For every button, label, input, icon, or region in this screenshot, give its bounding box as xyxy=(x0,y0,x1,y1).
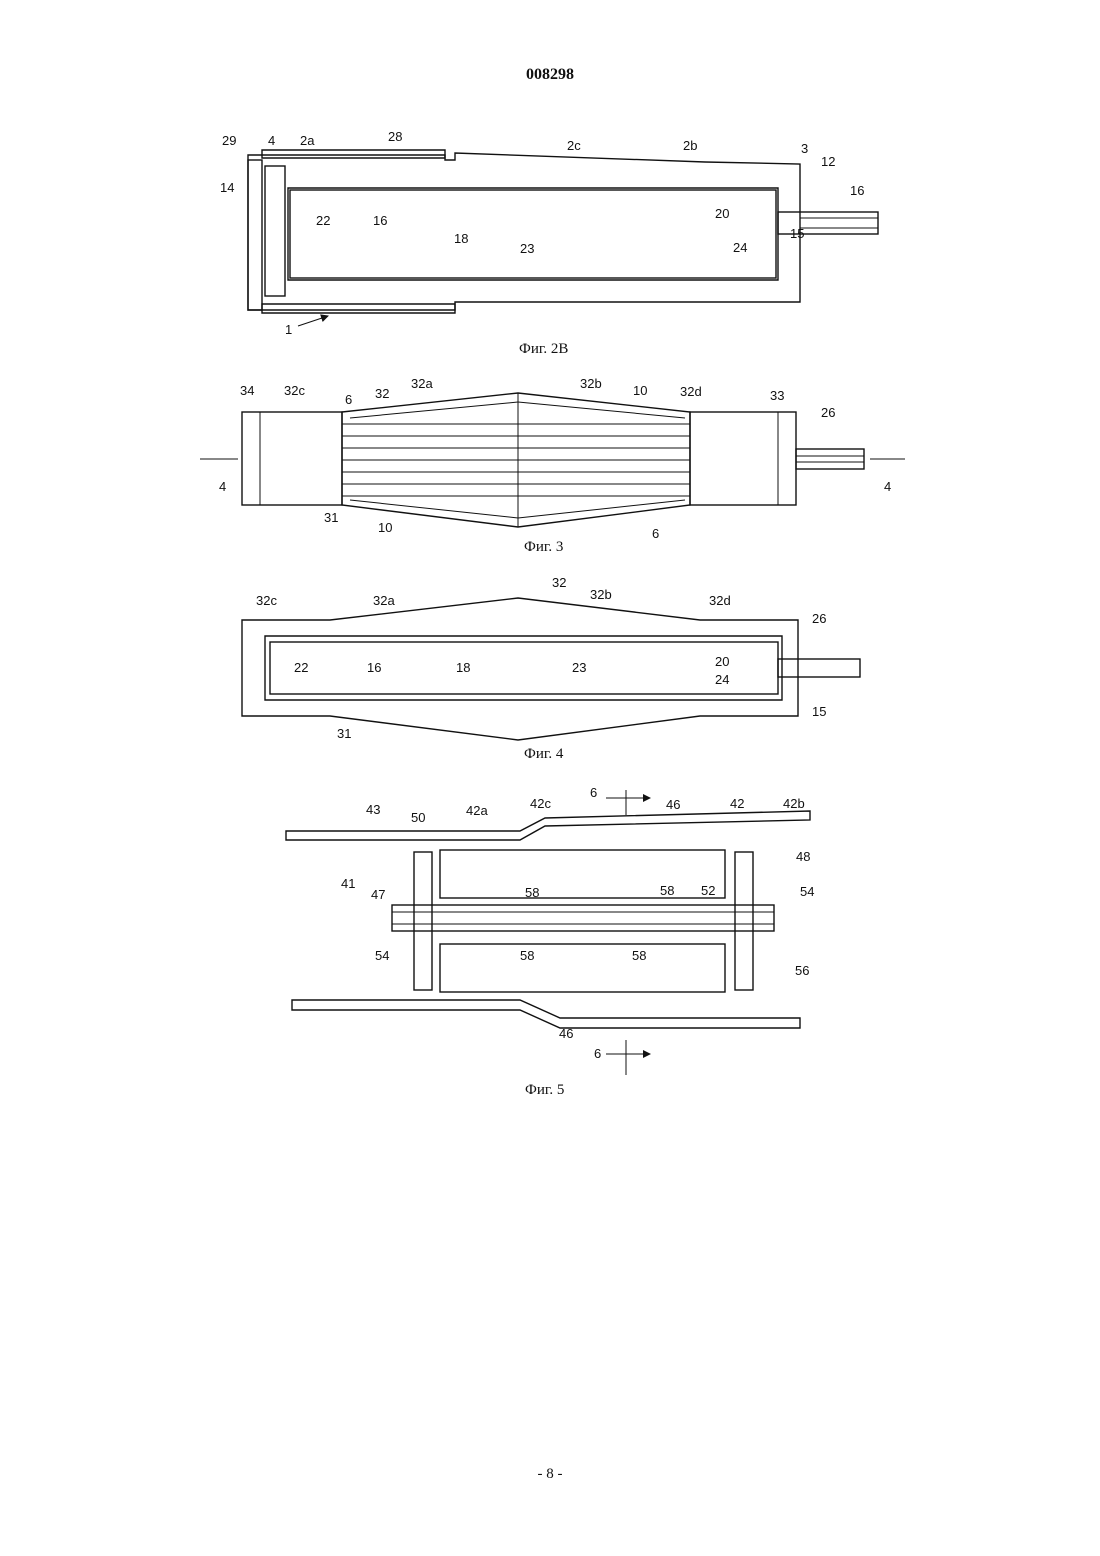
fig2b-label-23: 23 xyxy=(520,241,534,256)
fig5-label-43: 43 xyxy=(366,802,380,817)
fig5-caption: Фиг. 5 xyxy=(525,1082,564,1098)
fig2b-label-1: 1 xyxy=(285,322,292,337)
fig2b-left-cap xyxy=(265,166,285,296)
fig2b-label-18: 18 xyxy=(454,231,468,246)
fig2b-label-15: 15 xyxy=(790,226,804,241)
figure-4: 32c 32a 32 32b 32d 26 22 16 18 23 20 24 … xyxy=(242,575,860,762)
fig2b-left-wall xyxy=(248,160,262,310)
fig2b-outer-shell xyxy=(248,153,800,310)
fig2b-label-29: 29 xyxy=(222,133,236,148)
fig4-label-32c: 32c xyxy=(256,593,277,608)
figure-5: 43 50 42a 42c 6 46 42 42b 48 41 47 58 58… xyxy=(286,785,814,1098)
fig5-shaft xyxy=(392,905,774,931)
fig2b-label-20: 20 xyxy=(715,206,729,221)
fig3-label-32: 32 xyxy=(375,386,389,401)
fig5-label-42b: 42b xyxy=(783,796,805,811)
fig2b-label-12: 12 xyxy=(821,154,835,169)
page-footer: - 8 - xyxy=(0,1466,1100,1483)
fig4-label-32a: 32a xyxy=(373,593,395,608)
fig5-label-50: 50 xyxy=(411,810,425,825)
fig5-label-56: 56 xyxy=(795,963,809,978)
fig4-label-15: 15 xyxy=(812,704,826,719)
fig5-label-6-bottom: 6 xyxy=(594,1046,601,1061)
fig2b-chamber xyxy=(290,190,776,278)
fig3-label-10-bottom: 10 xyxy=(378,520,392,535)
fig3-label-26: 26 xyxy=(821,405,835,420)
fig4-label-18: 18 xyxy=(456,660,470,675)
fig2b-label-2a: 2a xyxy=(300,133,315,148)
fig2b-caption: Фиг. 2B xyxy=(519,341,568,357)
fig2b-label-16-tube: 16 xyxy=(850,183,864,198)
fig4-chamber xyxy=(270,642,778,694)
fig4-shaft-26 xyxy=(778,659,860,677)
fig4-caption: Фиг. 4 xyxy=(524,746,564,762)
fig2b-label-4: 4 xyxy=(268,133,275,148)
figure-3: 34 32c 32 32a 6 32b 10 32d 33 26 4 4 31 … xyxy=(200,376,905,555)
fig5-label-52: 52 xyxy=(701,883,715,898)
fig3-label-4-left: 4 xyxy=(219,479,226,494)
fig2b-label-2c: 2c xyxy=(567,138,581,153)
fig5-label-58-a: 58 xyxy=(525,885,539,900)
fig3-label-4-right: 4 xyxy=(884,479,891,494)
fig2b-label-14: 14 xyxy=(220,180,234,195)
fig5-label-46-bottom: 46 xyxy=(559,1026,573,1041)
fig5-label-58-d: 58 xyxy=(632,948,646,963)
fig2b-label-22: 22 xyxy=(316,213,330,228)
fig5-label-42a: 42a xyxy=(466,803,488,818)
fig4-label-23: 23 xyxy=(572,660,586,675)
fig5-label-58-c: 58 xyxy=(520,948,534,963)
fig2b-sleeve-bottom xyxy=(262,304,455,313)
fig3-left-end xyxy=(242,412,342,505)
fig5-label-48: 48 xyxy=(796,849,810,864)
fig5-label-6-top: 6 xyxy=(590,785,597,800)
fig4-label-32b: 32b xyxy=(590,587,612,602)
fig4-label-24: 24 xyxy=(715,672,729,687)
fig2b-sleeve-top xyxy=(262,150,445,158)
fig4-label-26: 26 xyxy=(812,611,826,626)
fig4-body xyxy=(242,598,798,740)
fig5-upper-wall xyxy=(286,811,810,840)
fig3-right-end xyxy=(690,412,796,505)
fig2b-label-28: 28 xyxy=(388,129,402,144)
fig4-label-32: 32 xyxy=(552,575,566,590)
fig5-upper-block xyxy=(440,850,725,898)
fig2b-label-16: 16 xyxy=(373,213,387,228)
fig3-label-10-top: 10 xyxy=(633,383,647,398)
fig5-label-41: 41 xyxy=(341,876,355,891)
fig5-label-46-top: 46 xyxy=(666,797,680,812)
fig5-lower-wall xyxy=(292,1000,800,1028)
figure-2b: 29 4 2a 28 2c 2b 3 12 16 14 22 16 18 23 … xyxy=(220,129,878,357)
fig4-label-16: 16 xyxy=(367,660,381,675)
fig3-label-32b: 32b xyxy=(580,376,602,391)
fig5-lower-block xyxy=(440,944,725,992)
fig3-label-32c: 32c xyxy=(284,383,305,398)
fig5-label-54-right: 54 xyxy=(800,884,814,899)
fig3-label-6: 6 xyxy=(345,392,352,407)
fig2b-label-3: 3 xyxy=(801,141,808,156)
fig3-label-33: 33 xyxy=(770,388,784,403)
fig3-label-34: 34 xyxy=(240,383,254,398)
fig5-right-flange xyxy=(735,852,753,990)
fig3-caption: Фиг. 3 xyxy=(524,539,563,555)
fig2b-label-24: 24 xyxy=(733,240,747,255)
fig3-label-32d: 32d xyxy=(680,384,702,399)
fig3-label-32a: 32a xyxy=(411,376,433,391)
fig5-label-58-b: 58 xyxy=(660,883,674,898)
fig5-label-47: 47 xyxy=(371,887,385,902)
fig4-label-32d: 32d xyxy=(709,593,731,608)
fig4-label-20: 20 xyxy=(715,654,729,669)
fig2b-label-2b: 2b xyxy=(683,138,697,153)
fig3-label-31: 31 xyxy=(324,510,338,525)
fig3-label-6-bottom: 6 xyxy=(652,526,659,541)
fig4-label-31: 31 xyxy=(337,726,351,741)
fig5-label-54-left: 54 xyxy=(375,948,389,963)
fig5-label-42c: 42c xyxy=(530,796,551,811)
fig3-shaft-26 xyxy=(796,449,864,469)
fig5-label-42: 42 xyxy=(730,796,744,811)
fig4-label-22: 22 xyxy=(294,660,308,675)
fig5-left-flange xyxy=(414,852,432,990)
